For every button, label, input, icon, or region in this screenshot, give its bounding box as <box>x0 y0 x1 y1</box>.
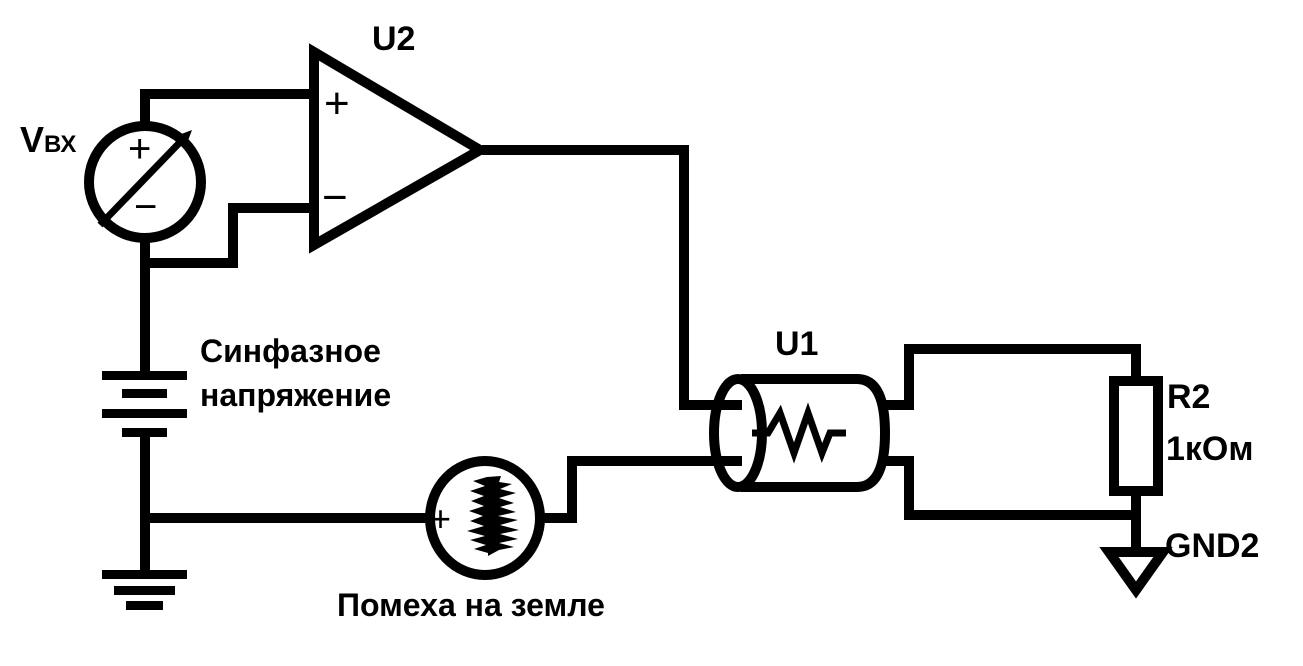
input-source-label-main: V <box>20 119 44 160</box>
input-source-minus-label: − <box>134 185 157 229</box>
battery-plate-short-2 <box>122 428 167 437</box>
wires <box>140 89 1141 575</box>
battery-label-line2: напряжение <box>200 377 391 413</box>
input-source-arrow-head <box>176 130 192 146</box>
wire-vin-minus <box>140 203 313 268</box>
isolator-ref-label: U1 <box>775 325 818 363</box>
gnd2-symbol: GND2 <box>1099 527 1259 599</box>
input-source-circle <box>84 121 206 243</box>
wire-isolator-to-r2-bottom <box>880 456 1136 520</box>
resistor-ref-label: R2 <box>1167 378 1210 416</box>
input-source-label-sub: ВХ <box>44 131 76 158</box>
opamp-u2: + − U2 <box>309 20 490 254</box>
opamp-ref-label: U2 <box>372 20 415 58</box>
ground-symbol <box>102 570 187 610</box>
input-voltage-source: + − VВХ <box>20 119 206 243</box>
ground-noise-source: + Помеха на земле <box>337 456 605 623</box>
resistor-body <box>1109 376 1163 496</box>
gnd2-triangle <box>1099 547 1173 599</box>
noise-waveform-icon <box>467 476 519 556</box>
gnd2-label: GND2 <box>1165 527 1259 565</box>
opamp-minus-pin-label: − <box>322 173 348 222</box>
isolator-resistor-zigzag-icon <box>752 402 846 464</box>
ground-bar-3 <box>126 601 163 610</box>
input-source-label: VВХ <box>20 119 76 160</box>
wire-isolator-to-r2-top <box>880 344 1141 410</box>
isolator-body <box>741 374 891 492</box>
battery-plate-long-1 <box>102 371 187 380</box>
resistor-r2: R2 1кОм <box>1109 376 1254 496</box>
input-source-arrow-shaft <box>97 133 189 228</box>
opamp-plus-pin-label: + <box>324 79 350 128</box>
battery-common-mode: Синфазное напряжение <box>102 333 391 437</box>
noise-source-plus-label: + <box>430 498 451 539</box>
noise-source-label: Помеха на земле <box>337 587 605 623</box>
ground-bar-2 <box>114 586 175 595</box>
opamp-triangle <box>309 43 490 254</box>
battery-plate-short-1 <box>122 389 167 398</box>
wire-noise-to-isolator <box>542 456 742 523</box>
wire-vin-plus <box>140 89 313 127</box>
input-source-plus-label: + <box>128 127 151 171</box>
resistor-value-label: 1кОм <box>1166 430 1254 468</box>
ground-bar-1 <box>102 570 187 579</box>
noise-source-circle <box>425 456 545 580</box>
wire-opamp-to-isolator <box>482 145 742 410</box>
battery-plate-long-2 <box>102 409 187 418</box>
battery-label-line1: Синфазное <box>200 333 381 369</box>
isolator-u1: U1 <box>709 325 891 492</box>
